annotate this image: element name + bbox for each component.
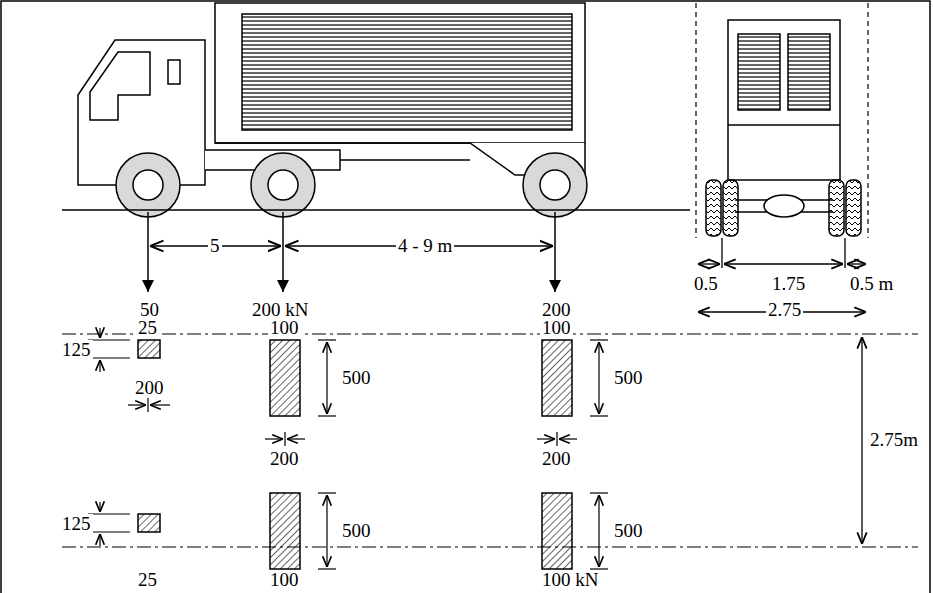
- dimension-label: 1.75: [770, 274, 807, 294]
- dimension-label: 0.5: [692, 274, 720, 294]
- dimension-label: 4 - 9 m: [396, 236, 454, 256]
- load-label: 100 kN: [540, 570, 600, 590]
- dimension-label: 100: [268, 570, 301, 590]
- dimension-label: 200: [540, 449, 573, 469]
- load-label: 50: [138, 300, 161, 320]
- dimension-label: 125: [60, 340, 93, 360]
- dimension-label: 500: [612, 521, 645, 541]
- dimension-label: 500: [340, 368, 373, 388]
- dimension-label: 2.75: [766, 300, 803, 320]
- dimension-label: 200: [268, 449, 301, 469]
- dimension-label: 25: [136, 570, 159, 590]
- dimension-label: 125: [60, 514, 93, 534]
- load-label: 200 kN: [250, 300, 310, 320]
- dimension-label: 100: [268, 318, 301, 338]
- dimension-label: 100: [540, 318, 573, 338]
- dimension-label: 5: [208, 236, 222, 256]
- dimension-label: 500: [612, 368, 645, 388]
- dimension-label: 2.75m: [868, 430, 920, 450]
- dimension-label: 25: [136, 318, 159, 338]
- dimension-label: 0.5 m: [848, 274, 895, 294]
- dimension-label: 500: [340, 521, 373, 541]
- load-label: 200: [540, 300, 573, 320]
- dimension-label: 200: [133, 378, 166, 398]
